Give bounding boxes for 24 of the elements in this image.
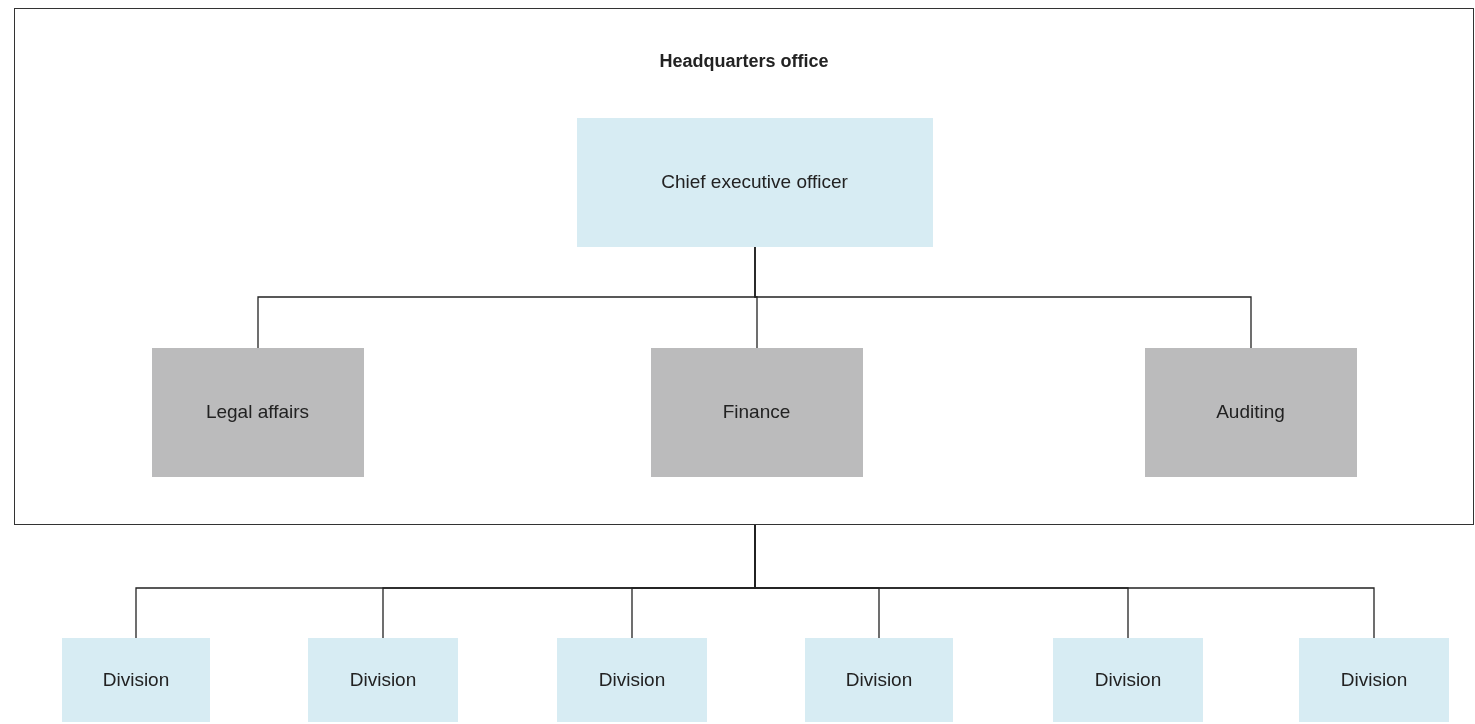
box-label: Division (1094, 669, 1162, 691)
executive-box (576, 117, 933, 247)
box-label: Division (598, 669, 666, 691)
box-label: Auditing (1216, 401, 1285, 423)
division-box (308, 638, 458, 722)
box-label: Division (349, 669, 417, 691)
division-box (62, 638, 210, 722)
box-label: Division (845, 669, 913, 691)
box-label: Legal affairs (205, 401, 310, 423)
box-label: Division (102, 669, 170, 691)
division-box (1053, 638, 1203, 722)
headquarters-frame (14, 8, 1474, 525)
box-label: Division (1340, 669, 1408, 691)
connector-line (754, 246, 1252, 349)
department-box (650, 347, 863, 477)
division-box (805, 638, 953, 722)
box-label: Finance (722, 401, 791, 423)
frame-heading: Headquarters office (659, 51, 829, 72)
department-box (151, 347, 364, 477)
department-box (1144, 347, 1357, 477)
division-box (1299, 638, 1449, 722)
connector-line (754, 524, 1375, 639)
box-label: Chief executive officer (661, 171, 848, 193)
division-box (557, 638, 707, 722)
